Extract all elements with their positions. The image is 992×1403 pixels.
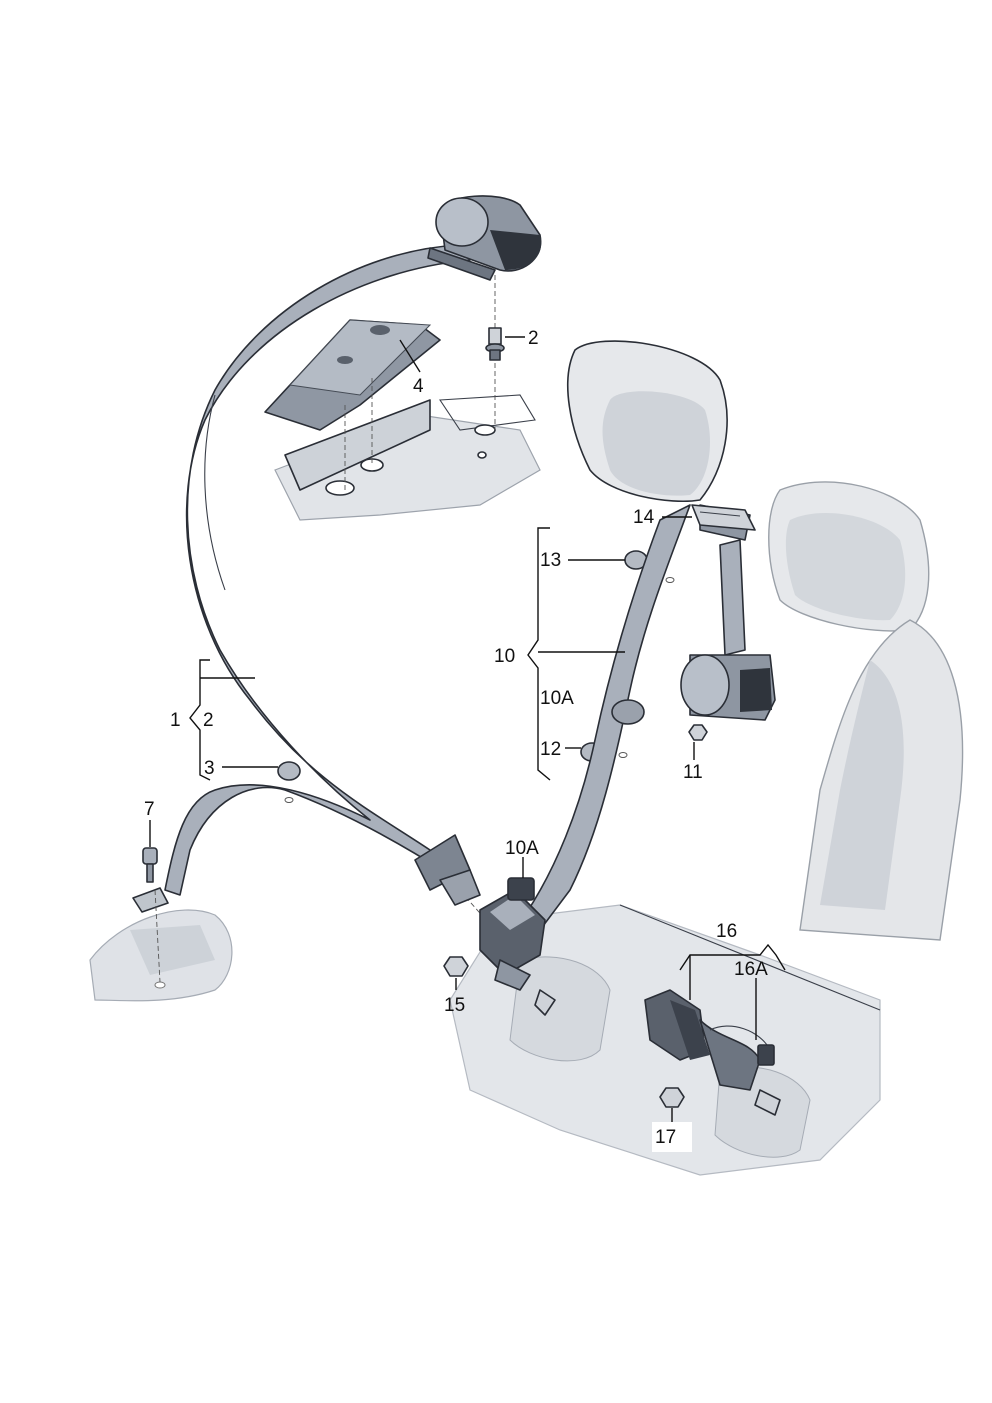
nut-icon [688, 724, 708, 741]
cap-icon [277, 761, 301, 781]
assembly-line [154, 889, 161, 983]
callout-1: 1 [170, 710, 181, 731]
callout-17: 17 [655, 1127, 676, 1148]
callout-3: 3 [204, 758, 215, 779]
callout-13: 13 [540, 550, 561, 571]
buckle-16 [644, 989, 781, 1116]
callout-14: 14 [633, 507, 655, 528]
belt-tongue [414, 834, 481, 906]
callout-7: 7 [144, 799, 155, 820]
callout-16: 16 [716, 921, 737, 942]
left-floor-anchor-area [89, 887, 233, 1002]
upper-retractor [427, 195, 542, 281]
callout-10a-group: 10A [540, 688, 574, 709]
bolt-icon [142, 847, 158, 883]
buckle-10a [479, 877, 556, 1016]
trim-cover-part [264, 319, 441, 431]
rear-seat [566, 340, 964, 941]
bolt-icon [485, 327, 505, 361]
callout-10: 10 [494, 646, 515, 667]
front-seat-belt-webbing [164, 244, 471, 896]
b-pillar-mount-plate [274, 394, 541, 521]
callout-15: 15 [444, 995, 465, 1016]
callout-2-group: 2 [203, 710, 214, 731]
callout-16a: 16A [734, 959, 768, 980]
callout-2-upper: 2 [528, 328, 539, 349]
callout-10a-part: 10A [505, 838, 539, 859]
belt-guide-loop [691, 504, 756, 531]
nut-icon [659, 1087, 685, 1108]
callout-4: 4 [413, 376, 424, 397]
callout-11: 11 [683, 762, 703, 783]
nut-icon [443, 956, 469, 977]
callout-12: 12 [540, 739, 561, 760]
rear-retractor [680, 654, 776, 721]
